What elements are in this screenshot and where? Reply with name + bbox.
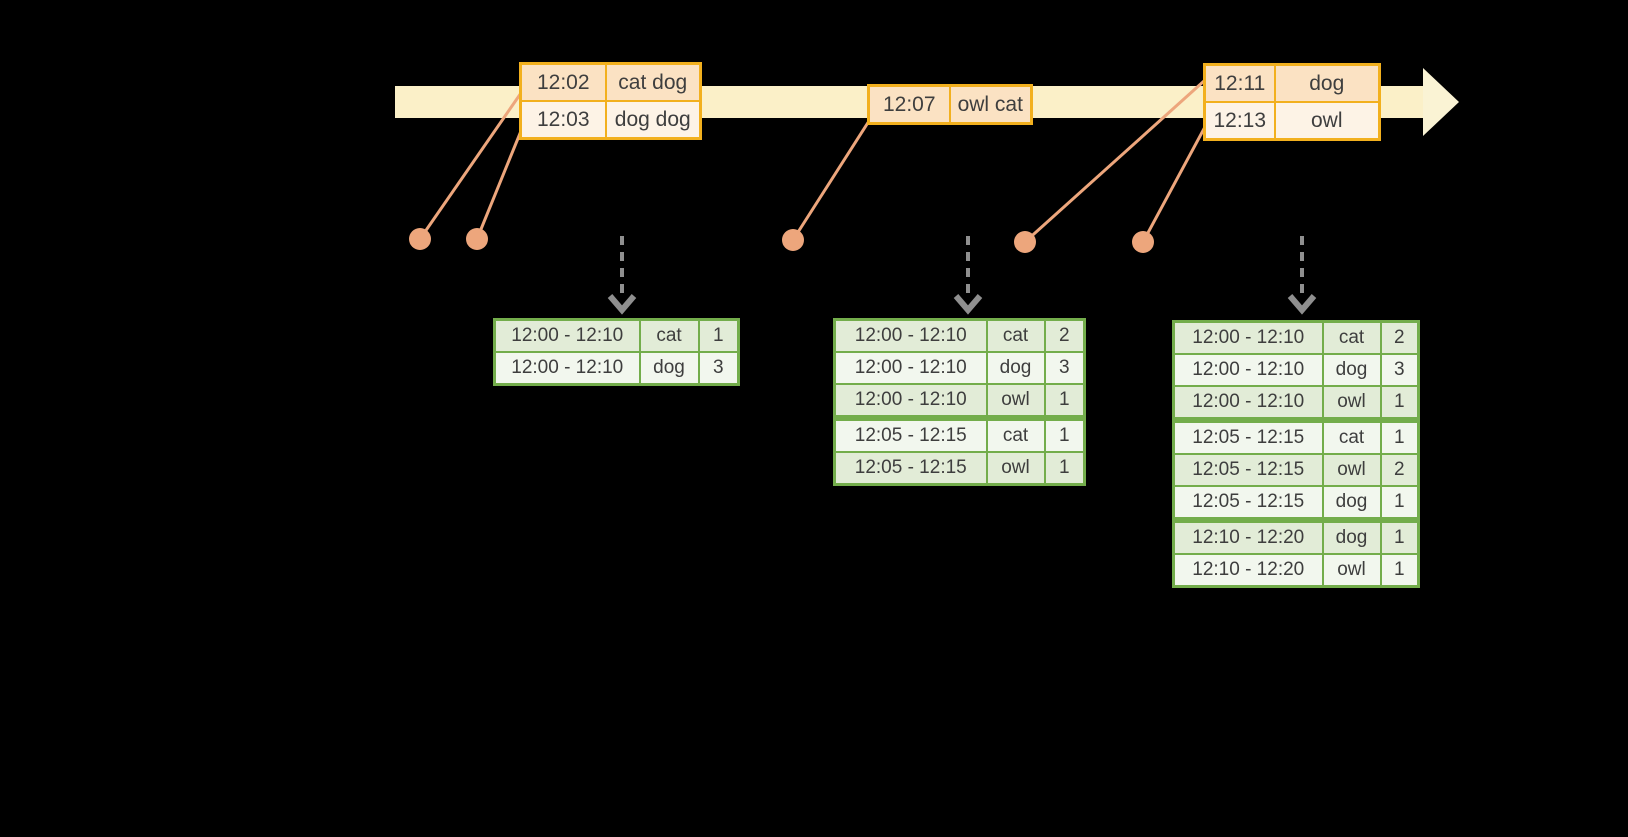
word-cell: owl xyxy=(1321,385,1382,423)
count-cell: 1 xyxy=(1043,417,1086,453)
event-words-cell: dog xyxy=(1273,63,1381,103)
window-cell: 12:10 - 12:20 xyxy=(1172,519,1324,555)
event-dot xyxy=(782,229,804,251)
event-time-cell: 12:13 xyxy=(1203,101,1276,141)
word-cell: cat xyxy=(985,417,1046,453)
result-row: 12:10 - 12:20 owl 1 xyxy=(1172,553,1420,588)
count-cell: 2 xyxy=(1379,453,1420,487)
event-connector-line xyxy=(791,120,871,241)
event-words-cell: owl cat xyxy=(948,84,1033,125)
count-cell: 2 xyxy=(1379,320,1420,355)
count-cell: 1 xyxy=(1379,519,1420,555)
event-dot xyxy=(1014,231,1036,253)
event-row: 12:13 owl xyxy=(1203,101,1381,141)
result-row: 12:05 - 12:15 dog 1 xyxy=(1172,485,1420,523)
event-dot xyxy=(1132,231,1154,253)
count-cell: 1 xyxy=(1379,485,1420,523)
event-connector-line xyxy=(1023,79,1206,244)
trigger-arrow xyxy=(1287,236,1317,315)
result-row: 12:05 - 12:15 cat 1 xyxy=(833,417,1086,453)
count-cell: 3 xyxy=(697,351,740,386)
result-row: 12:00 - 12:10 dog 3 xyxy=(493,351,740,386)
event-row: 12:07 owl cat xyxy=(867,84,1033,125)
window-cell: 12:00 - 12:10 xyxy=(493,318,641,353)
window-cell: 12:00 - 12:10 xyxy=(1172,353,1324,387)
count-cell: 1 xyxy=(697,318,740,353)
count-cell: 3 xyxy=(1043,351,1086,385)
word-cell: cat xyxy=(1321,419,1382,455)
event-words-cell: dog dog xyxy=(604,100,702,140)
event-batch-table-3: 12:11 dog 12:13 owl xyxy=(1203,63,1381,141)
window-cell: 12:05 - 12:15 xyxy=(833,417,988,453)
word-cell: cat xyxy=(638,318,700,353)
count-cell: 1 xyxy=(1379,419,1420,455)
word-cell: cat xyxy=(1321,320,1382,355)
word-cell: cat xyxy=(985,318,1046,353)
window-cell: 12:05 - 12:15 xyxy=(1172,485,1324,523)
event-row: 12:11 dog xyxy=(1203,63,1381,103)
word-cell: owl xyxy=(1321,453,1382,487)
window-cell: 12:00 - 12:10 xyxy=(493,351,641,386)
count-cell: 3 xyxy=(1379,353,1420,387)
window-cell: 12:05 - 12:15 xyxy=(1172,419,1324,455)
result-row: 12:05 - 12:15 cat 1 xyxy=(1172,419,1420,455)
result-table-3: 12:00 - 12:10 cat 2 12:00 - 12:10 dog 3 … xyxy=(1172,320,1420,588)
result-row: 12:00 - 12:10 owl 1 xyxy=(833,383,1086,421)
count-cell: 1 xyxy=(1043,383,1086,421)
result-table-1: 12:00 - 12:10 cat 1 12:00 - 12:10 dog 3 xyxy=(493,318,740,386)
event-connector-line xyxy=(475,130,523,240)
count-cell: 1 xyxy=(1379,553,1420,588)
trigger-arrow xyxy=(607,236,637,315)
event-time-cell: 12:03 xyxy=(519,100,607,140)
window-cell: 12:00 - 12:10 xyxy=(833,383,988,421)
event-dot xyxy=(409,228,431,250)
result-row: 12:10 - 12:20 dog 1 xyxy=(1172,519,1420,555)
trigger-arrow xyxy=(953,236,983,315)
event-time-cell: 12:11 xyxy=(1203,63,1276,103)
event-connector-line xyxy=(418,92,523,240)
event-words-cell: owl xyxy=(1273,101,1381,141)
result-row: 12:05 - 12:15 owl 1 xyxy=(833,451,1086,486)
event-row: 12:03 dog dog xyxy=(519,100,702,140)
result-row: 12:00 - 12:10 cat 2 xyxy=(833,318,1086,353)
word-cell: dog xyxy=(1321,519,1382,555)
event-row: 12:02 cat dog xyxy=(519,62,702,102)
word-cell: dog xyxy=(985,351,1046,385)
word-cell: dog xyxy=(1321,353,1382,387)
word-cell: dog xyxy=(638,351,700,386)
word-cell: owl xyxy=(985,383,1046,421)
event-connector-line xyxy=(1141,124,1208,243)
event-batch-table-2: 12:07 owl cat xyxy=(867,84,1033,125)
window-cell: 12:00 - 12:10 xyxy=(1172,320,1324,355)
count-cell: 1 xyxy=(1043,451,1086,486)
word-cell: dog xyxy=(1321,485,1382,523)
count-cell: 1 xyxy=(1379,385,1420,423)
event-batch-table-1: 12:02 cat dog 12:03 dog dog xyxy=(519,62,702,140)
word-cell: owl xyxy=(985,451,1046,486)
result-row: 12:00 - 12:10 dog 3 xyxy=(833,351,1086,385)
window-cell: 12:00 - 12:10 xyxy=(833,351,988,385)
event-time-cell: 12:02 xyxy=(519,62,607,102)
window-cell: 12:00 - 12:10 xyxy=(1172,385,1324,423)
result-row: 12:00 - 12:10 cat 1 xyxy=(493,318,740,353)
result-row: 12:00 - 12:10 owl 1 xyxy=(1172,385,1420,423)
window-cell: 12:00 - 12:10 xyxy=(833,318,988,353)
window-cell: 12:05 - 12:15 xyxy=(833,451,988,486)
result-row: 12:00 - 12:10 dog 3 xyxy=(1172,353,1420,387)
event-dot xyxy=(466,228,488,250)
event-words-cell: cat dog xyxy=(604,62,702,102)
window-cell: 12:05 - 12:15 xyxy=(1172,453,1324,487)
result-row: 12:00 - 12:10 cat 2 xyxy=(1172,320,1420,355)
word-cell: owl xyxy=(1321,553,1382,588)
result-table-2: 12:00 - 12:10 cat 2 12:00 - 12:10 dog 3 … xyxy=(833,318,1086,486)
timeline-arrowhead-icon xyxy=(1423,68,1459,136)
event-time-cell: 12:07 xyxy=(867,84,951,125)
window-cell: 12:10 - 12:20 xyxy=(1172,553,1324,588)
result-row: 12:05 - 12:15 owl 2 xyxy=(1172,453,1420,487)
count-cell: 2 xyxy=(1043,318,1086,353)
